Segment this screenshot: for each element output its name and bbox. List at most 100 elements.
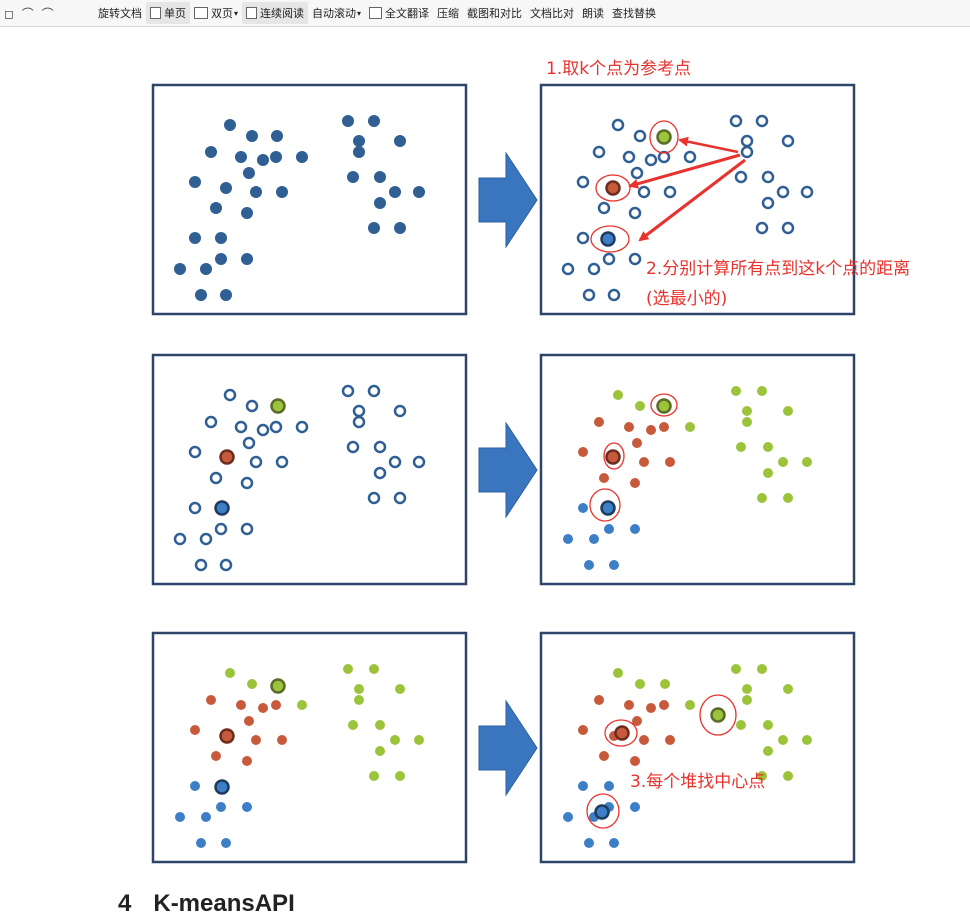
toolbar-single-page[interactable]: 单页	[146, 2, 190, 24]
data-point-clustered	[630, 756, 640, 766]
data-point-clustered	[665, 457, 675, 467]
panel-frame	[151, 83, 468, 316]
data-point-clustered	[244, 716, 254, 726]
data-point-hollow	[393, 491, 407, 505]
data-point	[241, 253, 253, 265]
data-point-hollow	[781, 134, 795, 148]
data-point	[220, 289, 232, 301]
data-point-hollow	[242, 436, 256, 450]
data-point-hollow	[602, 252, 616, 266]
data-point-clustered	[354, 695, 364, 705]
data-point-clustered	[624, 700, 634, 710]
annotation-arrow	[638, 158, 746, 242]
data-point	[241, 207, 253, 219]
toolbar-continuous-read[interactable]: 连续阅读	[242, 2, 309, 24]
panel-frame	[539, 631, 856, 864]
toolbar-rotate[interactable]: 旋转文档	[98, 7, 142, 20]
data-point-hollow	[412, 455, 426, 469]
data-point-clustered	[604, 524, 614, 534]
data-point-clustered	[609, 560, 619, 570]
data-point-clustered	[632, 716, 642, 726]
data-point	[342, 115, 354, 127]
annotation-tool-icons[interactable]: ◻ ⌒ ⌒	[4, 6, 56, 21]
toolbar-find-replace[interactable]: 查找替换	[612, 7, 657, 20]
data-point-clustered	[757, 493, 767, 503]
data-point	[296, 151, 308, 163]
data-point-hollow	[740, 145, 754, 159]
data-point-clustered	[348, 720, 358, 730]
data-point-clustered	[660, 679, 670, 689]
data-point-clustered	[639, 735, 649, 745]
flow-arrow	[478, 151, 538, 249]
data-point-clustered	[783, 406, 793, 416]
data-point-clustered	[624, 422, 634, 432]
data-point-clustered	[395, 771, 405, 781]
heading-title: K-meansAPI	[153, 890, 295, 917]
highlight-ellipse	[650, 393, 678, 417]
data-point	[243, 167, 255, 179]
data-point-clustered	[190, 781, 200, 791]
data-point-clustered	[584, 560, 594, 570]
data-point-clustered	[632, 438, 642, 448]
data-point-clustered	[343, 664, 353, 674]
toolbar-read-aloud[interactable]: 朗读	[582, 7, 605, 20]
chevron-down-icon: ▾	[234, 8, 239, 18]
data-point-hollow	[576, 175, 590, 189]
data-point-hollow	[373, 440, 387, 454]
centroid-point	[219, 449, 235, 465]
data-point-clustered	[778, 735, 788, 745]
toolbar-screenshot-compare[interactable]: 截图和对比	[467, 7, 523, 20]
data-point-hollow	[256, 423, 270, 437]
data-point	[374, 197, 386, 209]
data-point-clustered	[563, 534, 573, 544]
toolbar-translate[interactable]: 全文翻译	[365, 2, 433, 24]
data-point-hollow	[295, 420, 309, 434]
highlight-ellipse	[589, 488, 621, 522]
document-page: 1.取k个点为参考点 2.分别计算所有点到这k个点的距离 (选最小的) 3.每个…	[0, 27, 970, 917]
data-point-hollow	[249, 455, 263, 469]
chevron-down-icon: ▾	[357, 8, 362, 18]
data-point-hollow	[188, 445, 202, 459]
centroid-point	[600, 231, 616, 247]
data-point-clustered	[414, 735, 424, 745]
data-point-hollow	[781, 221, 795, 235]
centroid-point	[614, 725, 630, 741]
toolbar-doc-compare[interactable]: 文档比对	[530, 7, 575, 20]
panel-frame	[539, 83, 856, 316]
data-point-hollow	[582, 288, 596, 302]
data-point-clustered	[646, 703, 656, 713]
data-point	[215, 253, 227, 265]
data-point-clustered	[630, 802, 640, 812]
data-point	[353, 135, 365, 147]
data-point-clustered	[236, 700, 246, 710]
data-point-clustered	[742, 695, 752, 705]
data-point-hollow	[683, 150, 697, 164]
highlight-ellipse	[603, 442, 625, 470]
data-point	[246, 130, 258, 142]
data-point-clustered	[578, 447, 588, 457]
data-point-hollow	[576, 231, 590, 245]
data-point	[389, 186, 401, 198]
data-point	[257, 154, 269, 166]
data-point-clustered	[685, 700, 695, 710]
data-point-clustered	[196, 838, 206, 848]
data-point-clustered	[757, 386, 767, 396]
annotation-arrow	[678, 136, 739, 154]
toolbar-compress[interactable]: 压缩	[437, 7, 460, 20]
data-point-hollow	[755, 114, 769, 128]
data-point-clustered	[599, 751, 609, 761]
toolbar-auto-scroll[interactable]: 自动滚动 ▾	[312, 7, 362, 20]
data-point-clustered	[778, 457, 788, 467]
data-point-clustered	[584, 838, 594, 848]
data-point-clustered	[609, 838, 619, 848]
annotation-arrow	[628, 153, 741, 189]
data-point-hollow	[346, 440, 360, 454]
centroid-point	[656, 398, 672, 414]
data-point-clustered	[736, 442, 746, 452]
toolbar-double-page[interactable]: 双页 ▾	[190, 2, 242, 24]
data-point-clustered	[742, 417, 752, 427]
data-point-clustered	[731, 386, 741, 396]
data-point	[235, 151, 247, 163]
centroid-point	[594, 804, 610, 820]
